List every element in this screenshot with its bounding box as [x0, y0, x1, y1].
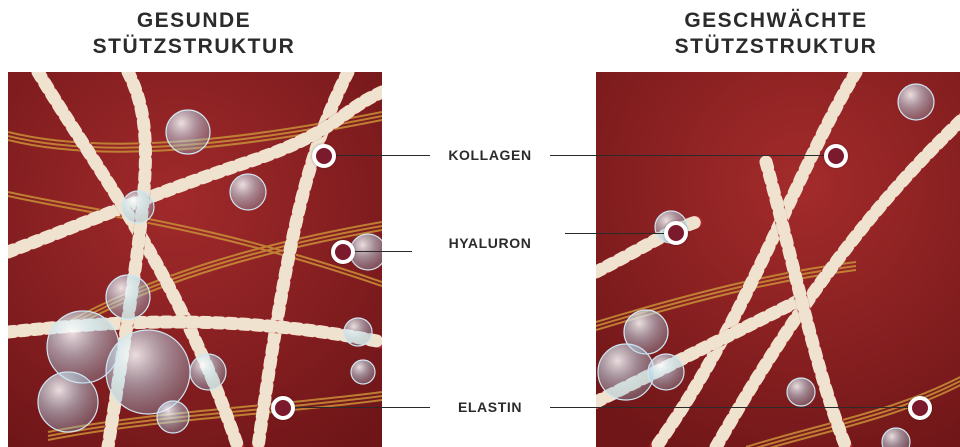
hyaluronic-leader-right [565, 233, 675, 234]
healthy-title-line1: GESUNDE [14, 8, 374, 34]
weakened-structure-illustration [596, 72, 960, 447]
collagen-label: KOLLAGEN [435, 147, 545, 163]
collagen-marker-healthy [312, 144, 336, 168]
collagen-leader-left [330, 155, 430, 156]
hyaluronic-marker-healthy [331, 240, 355, 264]
collagen-leader-right [550, 155, 836, 156]
elastin-leader-left [290, 407, 430, 408]
hyaluronic-label: HYALURON [435, 235, 545, 251]
hyaluronic-leader-left [350, 251, 412, 252]
weakened-structure-title: GESCHWÄCHTE STÜTZSTRUKTUR [596, 8, 956, 60]
elastin-label: ELASTIN [435, 399, 545, 415]
healthy-structure-title: GESUNDE STÜTZSTRUKTUR [14, 8, 374, 60]
collagen-marker-weakened [824, 144, 848, 168]
healthy-structure-illustration [8, 72, 382, 447]
elastin-marker-weakened [908, 396, 932, 420]
elastin-marker-healthy [271, 396, 295, 420]
elastin-leader-right [550, 407, 920, 408]
weakened-title-line1: GESCHWÄCHTE [596, 8, 956, 34]
weakened-title-line2: STÜTZSTRUKTUR [596, 34, 956, 60]
healthy-title-line2: STÜTZSTRUKTUR [14, 34, 374, 60]
hyaluronic-marker-weakened [664, 221, 688, 245]
